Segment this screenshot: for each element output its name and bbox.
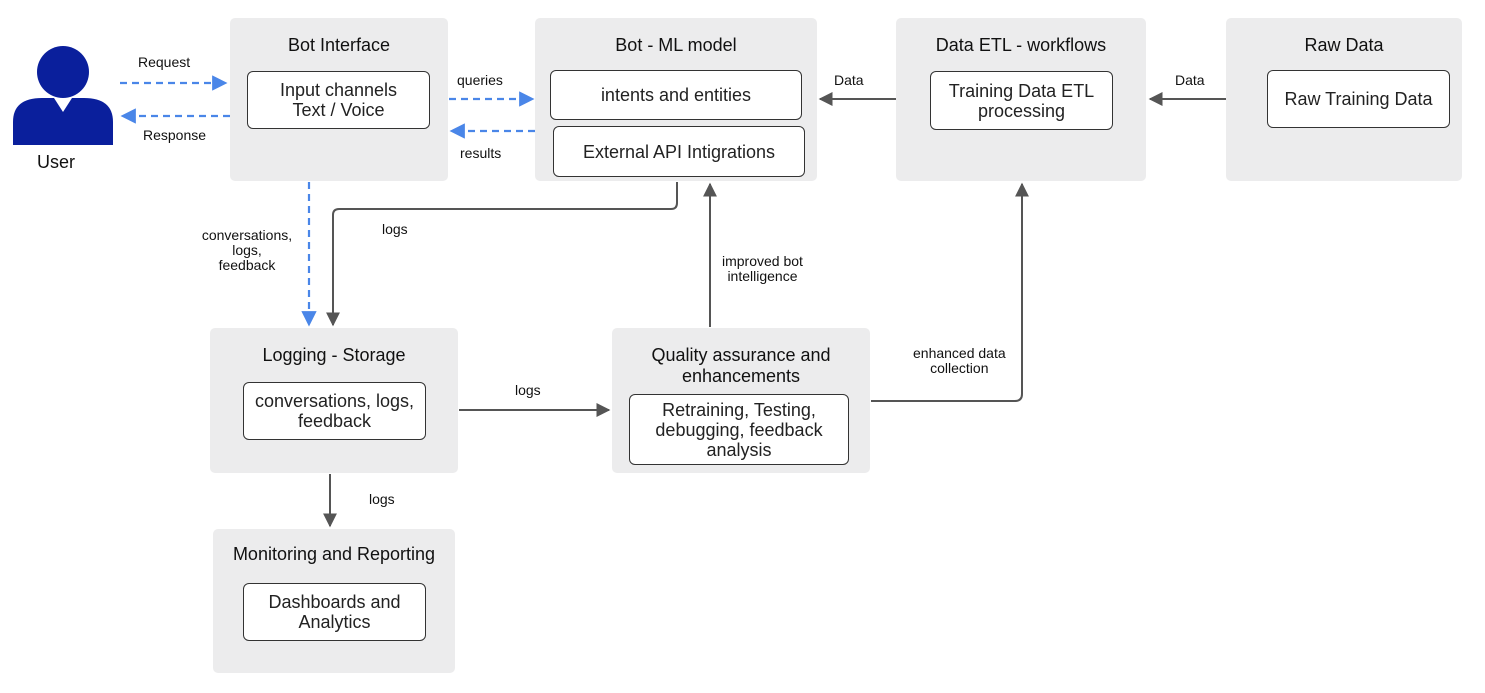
training-data-etl-box: Training Data ETL processing bbox=[930, 71, 1113, 130]
label-request: Request bbox=[138, 54, 191, 70]
label-conversations-logs-feedback: conversations, logs, feedback bbox=[201, 227, 293, 273]
user-icon bbox=[13, 46, 113, 145]
raw-data-group: Raw Data Raw Training Data bbox=[1226, 18, 1462, 181]
input-channels-box: Input channels Text / Voice bbox=[247, 71, 430, 129]
bot-interface-title: Bot Interface bbox=[287, 35, 391, 55]
label-results: results bbox=[460, 145, 502, 161]
label-queries: queries bbox=[457, 72, 503, 88]
edge-logs-model-to-storage bbox=[326, 182, 678, 327]
label-logs-storage-to-qa: logs bbox=[515, 382, 541, 398]
intents-entities-box: intents and entities bbox=[550, 70, 802, 120]
label-data-etl-to-model: Data bbox=[834, 72, 864, 88]
data-etl-group: Data ETL - workflows Training Data ETL p… bbox=[896, 18, 1146, 181]
label-data-raw-to-etl: Data bbox=[1175, 72, 1205, 88]
logging-storage-title: Logging - Storage bbox=[262, 345, 406, 365]
dashboards-analytics-box: Dashboards and Analytics bbox=[243, 583, 426, 641]
label-response: Response bbox=[143, 127, 207, 143]
label-improved-bot-intelligence: improved bot intelligence bbox=[722, 253, 803, 284]
bot-ml-model-group: Bot - ML model intents and entities Exte… bbox=[535, 18, 817, 181]
quality-assurance-title: Quality assurance and enhancements bbox=[651, 345, 831, 386]
label-enhanced-data-collection: enhanced data collection bbox=[913, 345, 1006, 376]
user-label: User bbox=[37, 152, 76, 172]
raw-data-title: Raw Data bbox=[1304, 35, 1384, 55]
conversations-logs-feedback-box: conversations, logs, feedback bbox=[243, 382, 426, 440]
bot-interface-group: Bot Interface Input channels Text / Voic… bbox=[230, 18, 448, 181]
monitoring-reporting-title: Monitoring and Reporting bbox=[232, 544, 436, 564]
retraining-testing-box: Retraining, Testing, debugging, feedback… bbox=[629, 394, 849, 465]
raw-training-data-box: Raw Training Data bbox=[1267, 70, 1450, 128]
label-logs-model-to-storage: logs bbox=[382, 221, 408, 237]
label-logs-storage-to-monitoring: logs bbox=[369, 491, 395, 507]
edge-enhanced-data-collection bbox=[871, 182, 1029, 402]
quality-assurance-group: Quality assurance and enhancements Retra… bbox=[612, 328, 870, 473]
logging-storage-group: Logging - Storage conversations, logs, f… bbox=[210, 328, 458, 473]
monitoring-reporting-group: Monitoring and Reporting Dashboards and … bbox=[213, 529, 455, 673]
bot-ml-model-title: Bot - ML model bbox=[615, 35, 737, 55]
data-etl-title: Data ETL - workflows bbox=[935, 35, 1107, 55]
external-api-box: External API Intigrations bbox=[553, 126, 805, 177]
